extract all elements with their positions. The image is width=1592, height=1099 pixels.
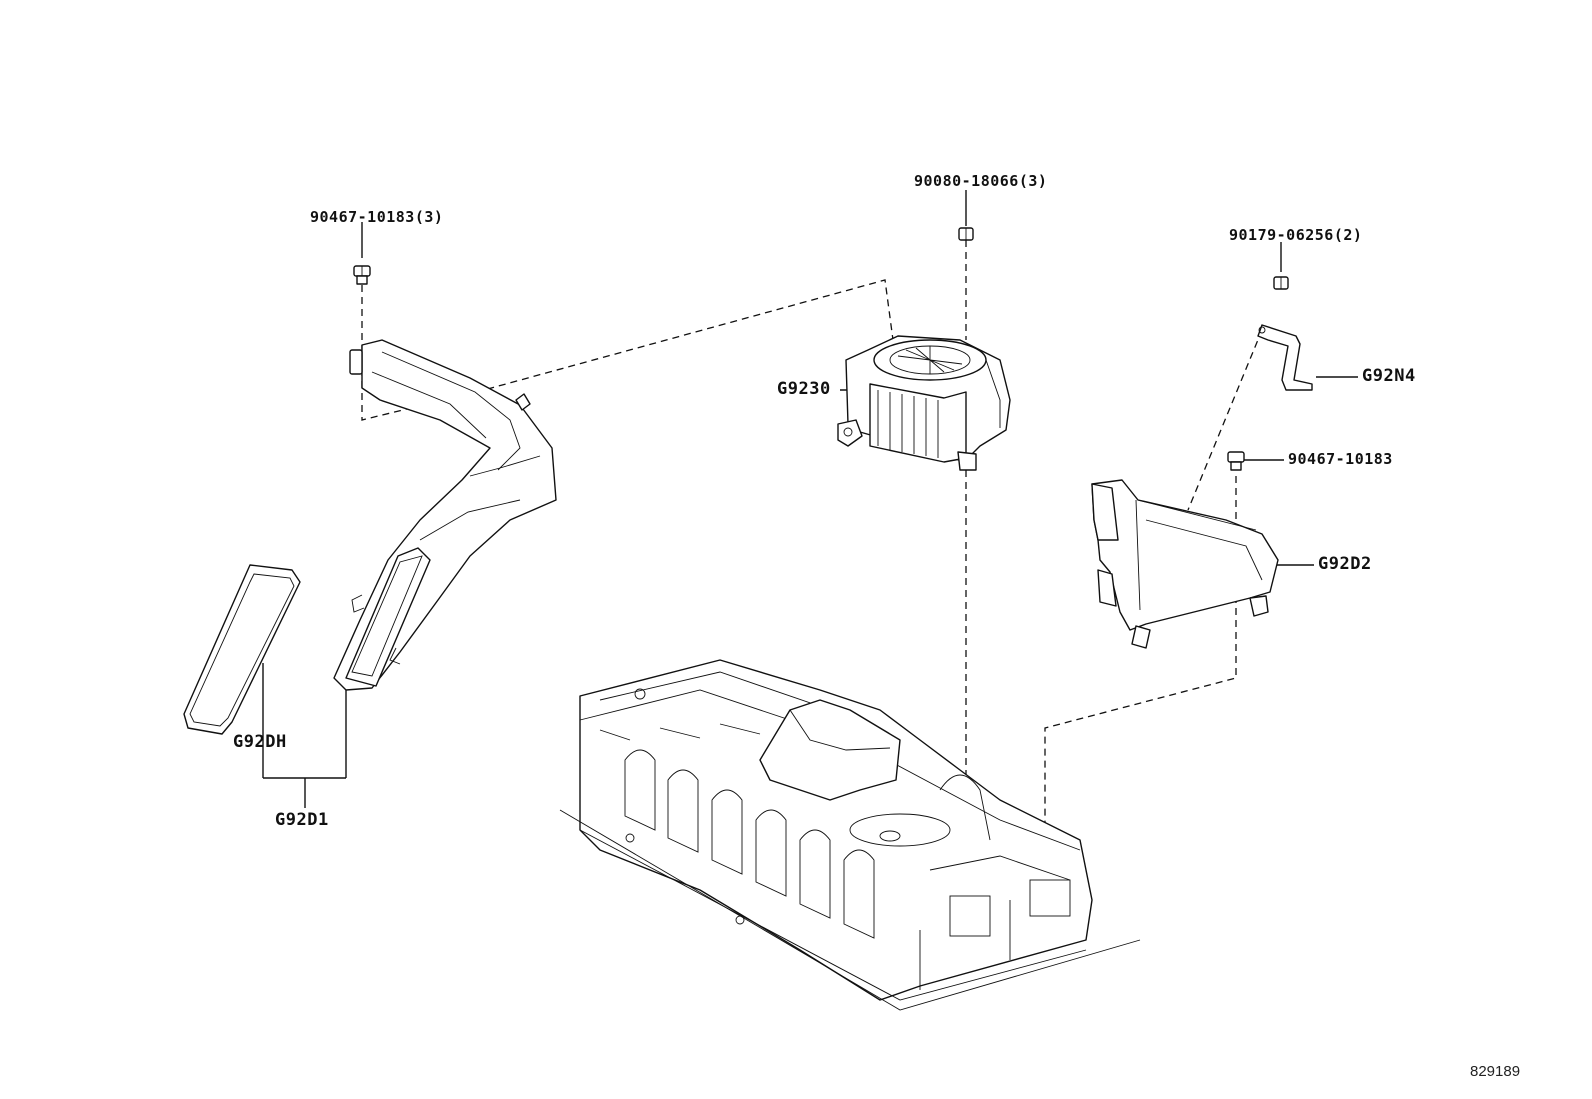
bolt-right-icon bbox=[1227, 451, 1245, 471]
diagram-reference-number: 829189 bbox=[1470, 1063, 1521, 1080]
nut-top-right-icon bbox=[1273, 276, 1289, 290]
blower-part-code: G9230 bbox=[777, 379, 831, 399]
nut-top-right-part-number: 90179-06256(2) bbox=[1229, 226, 1363, 244]
bracket-part-code: G92N4 bbox=[1362, 366, 1416, 386]
right-air-duct-drawing bbox=[1091, 479, 1279, 649]
bracket-drawing bbox=[1257, 324, 1313, 391]
nut-top-center-icon bbox=[958, 227, 974, 241]
left-duct-part-code: G92D1 bbox=[275, 810, 329, 830]
leader-lines bbox=[262, 190, 1358, 808]
bolt-top-left-icon bbox=[353, 265, 371, 285]
gasket-part-code: G92DH bbox=[233, 732, 287, 752]
gasket-drawing bbox=[183, 564, 301, 735]
blower-fan-drawing bbox=[837, 335, 1011, 471]
bolt-right-part-number: 90467-10183 bbox=[1288, 450, 1393, 468]
right-duct-part-code: G92D2 bbox=[1318, 554, 1372, 574]
left-air-duct-drawing bbox=[333, 339, 557, 691]
nut-top-center-part-number: 90080-18066(3) bbox=[914, 172, 1048, 190]
bolt-top-left-part-number: 90467-10183(3) bbox=[310, 208, 444, 226]
battery-pack-drawing bbox=[559, 659, 1141, 1011]
